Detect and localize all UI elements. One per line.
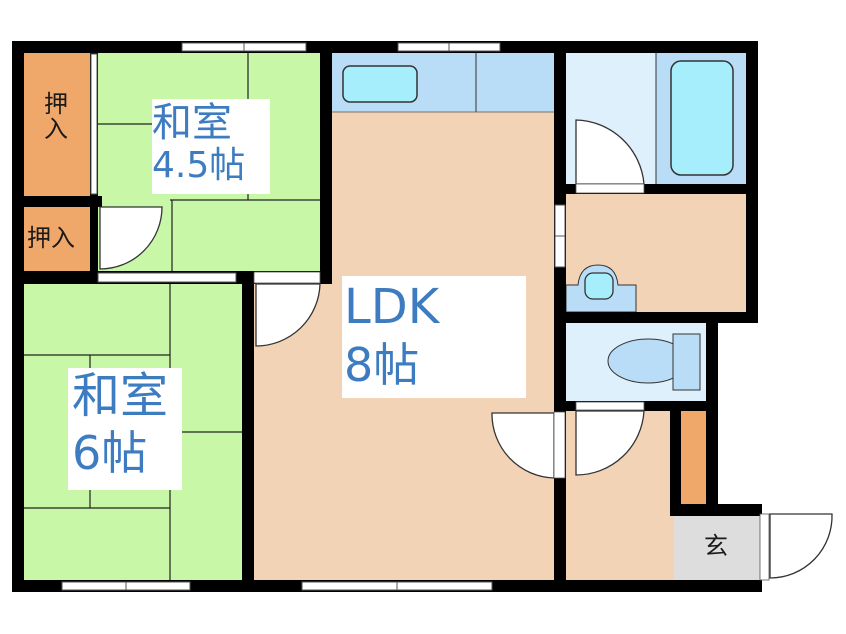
kitchen-sink-icon — [342, 65, 418, 103]
closet-2-floor — [24, 207, 90, 271]
closet-2-label: 押入 — [27, 224, 75, 252]
door-washroom — [575, 119, 645, 185]
door-toilet — [575, 410, 645, 476]
washitsu-45-size: 4.5帖 — [152, 145, 246, 186]
washitsu-45-name: 和室 — [152, 100, 232, 146]
washitsu-45-label-box — [152, 99, 270, 194]
ldk-label-box — [342, 276, 526, 398]
washitsu-6-label-box — [68, 368, 182, 490]
toilet-tank-icon — [672, 333, 701, 391]
ldk-size: 8帖 — [344, 338, 420, 392]
bathtub-icon — [670, 60, 734, 176]
door-closet2 — [99, 206, 163, 270]
closet-1-floor — [24, 52, 90, 196]
closet-1-label: 押入 — [44, 90, 68, 144]
door-ldk-corridor — [491, 412, 555, 479]
entrance-label: 玄 — [704, 532, 728, 560]
door-ldk-washitsu45 — [255, 283, 321, 347]
ldk-name: LDK — [344, 279, 440, 335]
washitsu-6-size: 6帖 — [72, 426, 148, 480]
shoe-closet — [681, 411, 709, 504]
door-entrance — [769, 513, 833, 579]
washitsu-6-name: 和室 — [72, 368, 169, 424]
entrance-floor — [674, 514, 760, 580]
sliding-door-closet1 — [90, 53, 98, 195]
sliding-door-washitsu — [97, 272, 237, 283]
